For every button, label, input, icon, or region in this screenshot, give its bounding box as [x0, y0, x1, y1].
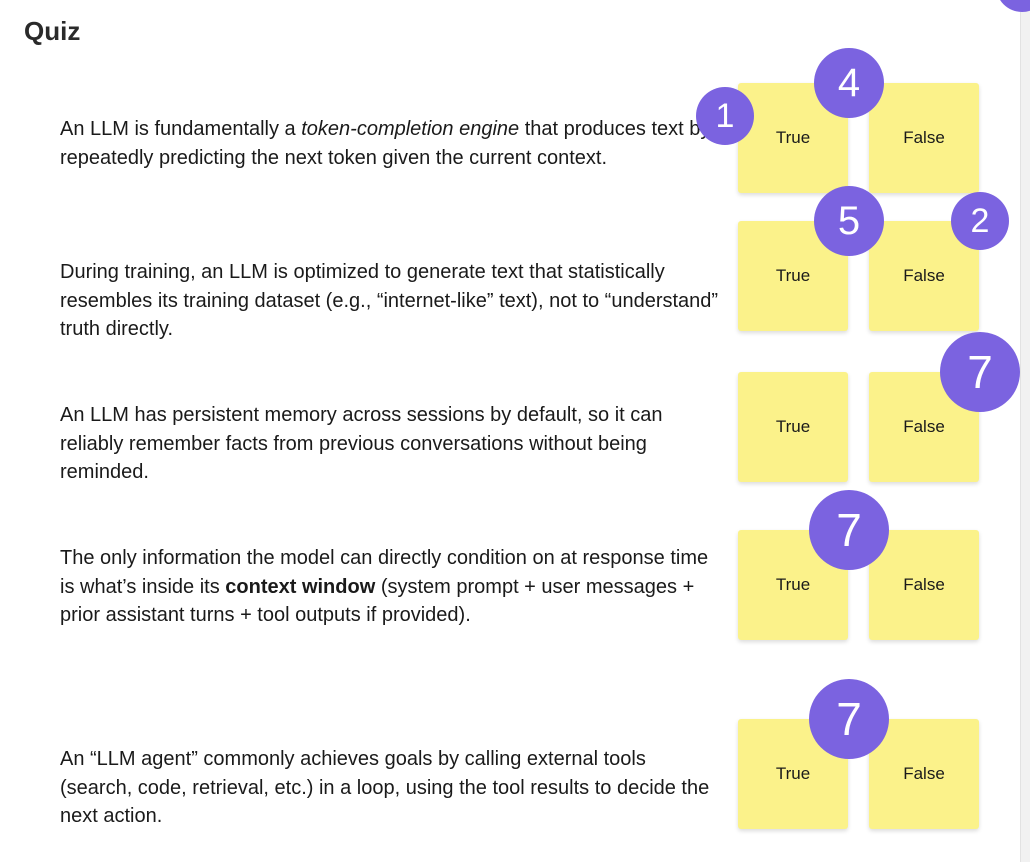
- question-4-false-sticky[interactable]: False: [869, 530, 979, 640]
- vote-count-badge: 2: [951, 192, 1009, 250]
- vote-count-badge: 7: [809, 679, 889, 759]
- question-4-part-1: The only information the model can direc…: [60, 547, 709, 598]
- page-title: Quiz: [24, 16, 81, 46]
- question-5-false-sticky[interactable]: False: [869, 719, 979, 829]
- question-1-text: An LLM is fundamentally a token-completi…: [60, 115, 720, 172]
- question-2-text: During training, an LLM is optimized to …: [60, 258, 720, 344]
- question-3-part-1: An LLM has persistent memory across sess…: [60, 404, 663, 483]
- question-5-text: An “LLM agent” commonly achieves goals b…: [60, 745, 720, 831]
- question-4-emphasis: context window: [225, 575, 376, 598]
- question-5-part-1: An “LLM agent” commonly achieves goals b…: [60, 748, 710, 827]
- vote-count-badge: 4: [814, 48, 884, 118]
- question-1-emphasis: token-completion engine: [301, 118, 520, 140]
- question-4-part-3: (system prompt + user messages + prior a…: [60, 575, 695, 627]
- vote-count-badge: 7: [940, 332, 1020, 412]
- question-4-text: The only information the model can direc…: [60, 544, 720, 630]
- question-3-true-sticky[interactable]: True: [738, 372, 848, 482]
- corner-avatar-badge: [996, 0, 1030, 12]
- question-1-false-sticky[interactable]: False: [869, 83, 979, 193]
- question-1-part-1: An LLM is fundamentally a: [60, 118, 302, 140]
- question-1-part-3: that produces text by repeatedly predict…: [60, 118, 711, 169]
- vote-count-badge: 5: [814, 186, 884, 256]
- vote-count-badge: 1: [696, 87, 754, 145]
- question-2-part-1: During training, an LLM is optimized to …: [60, 261, 719, 340]
- question-3-text: An LLM has persistent memory across sess…: [60, 401, 720, 487]
- vote-count-badge: 7: [809, 490, 889, 570]
- scrollbar-track[interactable]: [1020, 0, 1030, 862]
